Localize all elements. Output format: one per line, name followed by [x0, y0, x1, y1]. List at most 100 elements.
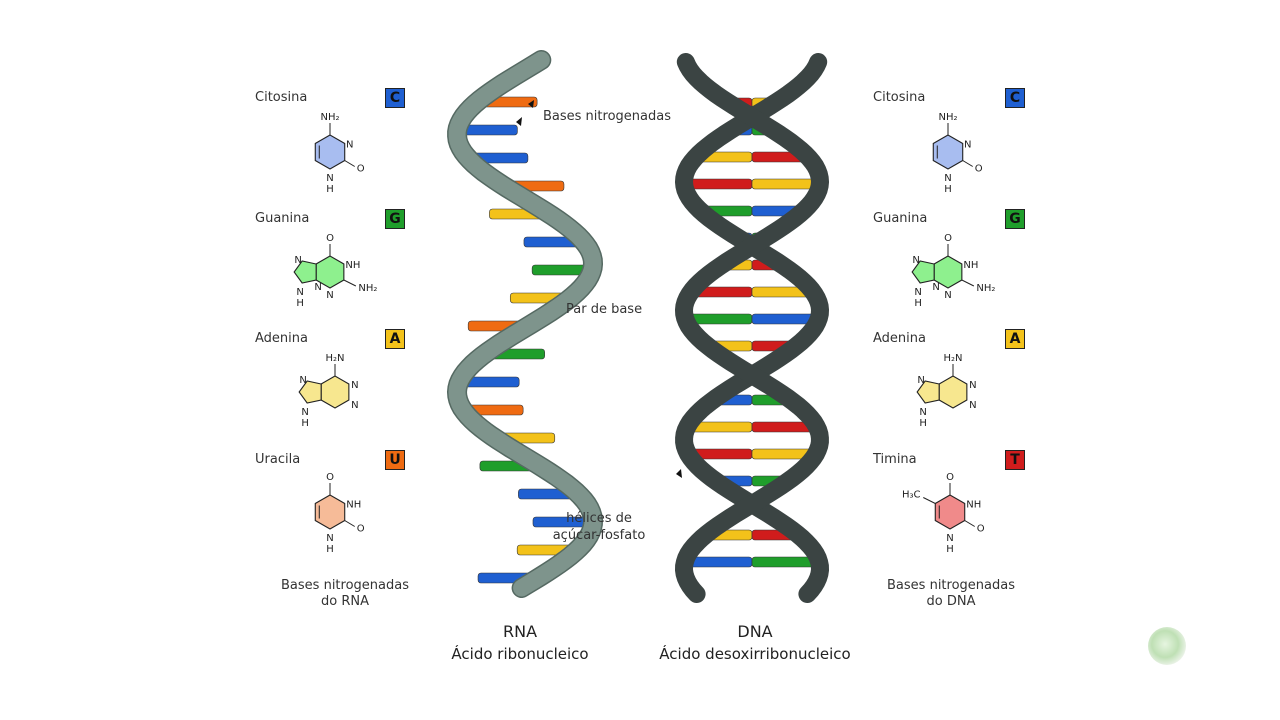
- rna-G-ring-five: [293, 260, 317, 284]
- dna-letter-badge-a: A: [1005, 329, 1025, 349]
- rna-G-sub-nh9: H: [296, 298, 304, 309]
- dna-base-name-thymine: Timina: [873, 452, 917, 467]
- dna-subtitle: Ácido desoxirribonucleico: [659, 645, 851, 663]
- dna-base-name-guanine: Guanina: [873, 211, 928, 226]
- callout-bases: Bases nitrogenadas: [543, 109, 671, 124]
- dna-T-sub-o: O: [977, 524, 985, 535]
- rna-molecule-uracila: O NH O NH: [314, 472, 365, 555]
- dna-base-name-adenine: Adenina: [873, 331, 926, 346]
- rna-C-sub-nh: H: [326, 184, 334, 195]
- dna-T-sub-nh-bottom: N: [946, 533, 953, 544]
- rna-U-sub-nh-bottom: N: [326, 533, 333, 544]
- rna-U-sub-nh-bottom: H: [326, 544, 334, 555]
- callout-helix-line1: hélices de: [566, 511, 632, 526]
- dna-bases-caption-line1: Bases nitrogenadas: [887, 578, 1015, 593]
- rna-C-sub-o: O: [357, 164, 365, 175]
- dna-title: DNA: [737, 622, 773, 641]
- rna-title-block: RNA Ácido ribonucleico: [440, 621, 600, 665]
- dna-G-sub-nh9: N: [914, 287, 921, 298]
- dna-title-block: DNA Ácido desoxirribonucleico: [650, 621, 860, 665]
- dna-T-bond-ch3: [923, 497, 936, 504]
- dna-A-sub-n7: N: [917, 375, 924, 386]
- rna-U-sub-nh: NH: [346, 500, 361, 511]
- dna-G-sub-nh9: H: [914, 298, 922, 309]
- bases-pointer-2: [516, 117, 522, 126]
- dna-T-bond-o: [964, 520, 975, 527]
- dna-A-sub-nh9: N: [919, 407, 926, 418]
- rna-A-sub-nh9: H: [301, 418, 309, 429]
- dna-base-name-cytosine: Citosina: [873, 90, 926, 105]
- dna-G-sub-n7: N: [912, 255, 919, 266]
- rna-base-name-guanine: Guanina: [255, 211, 310, 226]
- dna-letter-badge-c: C: [1005, 88, 1025, 108]
- rna-G-bond-nh2: [343, 279, 357, 287]
- rna-G-sub-nh9: N: [296, 287, 303, 298]
- rna-A-sub-n7: N: [299, 375, 306, 386]
- rna-base-name-cytosine: Citosina: [255, 90, 308, 105]
- molecule-drawings: NH₂NONHONHNH₂NNNNHH₂NNNNNHONHONHNH₂NONHO…: [293, 112, 995, 555]
- dna-T-sub-nh-bottom: H: [946, 544, 954, 555]
- rna-C-ring: [314, 134, 346, 170]
- dna-letter-badge-g: G: [1005, 209, 1025, 229]
- dna-A-sub-nh9: H: [919, 418, 927, 429]
- dna-G-sub-nh2: NH₂: [976, 283, 995, 294]
- bases-pointer-1: [528, 100, 534, 108]
- rna-G-sub-nh2: NH₂: [358, 283, 377, 294]
- rna-G-sub-n3: N: [326, 290, 333, 301]
- dna-letter-badge-t: T: [1005, 450, 1025, 470]
- dna-helix: [674, 53, 830, 603]
- rna-bases-caption: Bases nitrogenadas do RNA: [270, 578, 420, 610]
- rna-base-name-uracil: Uracila: [255, 452, 301, 467]
- dna-T-sub-o-top: O: [946, 472, 954, 483]
- dna-T-sub-nh: NH: [966, 500, 981, 511]
- dna-A-sub-h2n: H₂N: [943, 353, 962, 364]
- dna-C-sub-nh: N: [944, 173, 951, 184]
- dna-G-sub-nh: NH: [963, 260, 978, 271]
- rna-A-sub-h2n: H₂N: [325, 353, 344, 364]
- dna-C-sub-n: N: [964, 140, 971, 151]
- dna-C-sub-nh2: NH₂: [938, 112, 957, 123]
- rna-C-bond-o: [344, 160, 355, 167]
- rna-letter-badge-g: G: [385, 209, 405, 229]
- dna-A-sub-n3: N: [969, 400, 976, 411]
- dna-C-bond-o: [962, 160, 973, 167]
- dna-G-sub-n3: N: [944, 290, 951, 301]
- rna-A-sub-nh9: N: [301, 407, 308, 418]
- rna-base-name-adenine: Adenina: [255, 331, 308, 346]
- watermark-logo: [1148, 627, 1186, 665]
- rna-G-sub-n9: N: [314, 282, 321, 293]
- rna-U-sub-o-top: O: [326, 472, 334, 483]
- rna-C-sub-n: N: [346, 140, 353, 151]
- dna-G-ring-five: [911, 260, 935, 284]
- rna-letter-badge-c: C: [385, 88, 405, 108]
- callout-helix-line2: açúcar-fosfato: [552, 528, 646, 543]
- callout-base-pair: Par de base: [566, 302, 643, 317]
- dna-A-sub-n1: N: [969, 380, 976, 391]
- rna-C-sub-nh2: NH₂: [320, 112, 339, 123]
- dna-G-sub-o: O: [944, 233, 952, 244]
- dna-bases-caption-line2: do DNA: [926, 594, 976, 609]
- rna-backbone: [448, 51, 602, 597]
- dna-A-ring-five: [916, 380, 940, 404]
- helix-pointer: [676, 469, 682, 478]
- rna-G-sub-n7: N: [294, 255, 301, 266]
- rna-letter-badge-u: U: [385, 450, 405, 470]
- dna-base-pair-3-right: [751, 178, 821, 190]
- dna-G-bond-nh2: [961, 279, 975, 287]
- dna-G-sub-n9: N: [932, 282, 939, 293]
- rna-A-ring-six: [320, 375, 350, 409]
- dna-C-sub-nh: H: [944, 184, 952, 195]
- rna-helix: [446, 50, 604, 598]
- rna-U-sub-o: O: [357, 524, 365, 535]
- rna-bases-caption-line2: do RNA: [321, 594, 369, 609]
- rna-letter-badge-a: A: [385, 329, 405, 349]
- rna-G-sub-nh: NH: [345, 260, 360, 271]
